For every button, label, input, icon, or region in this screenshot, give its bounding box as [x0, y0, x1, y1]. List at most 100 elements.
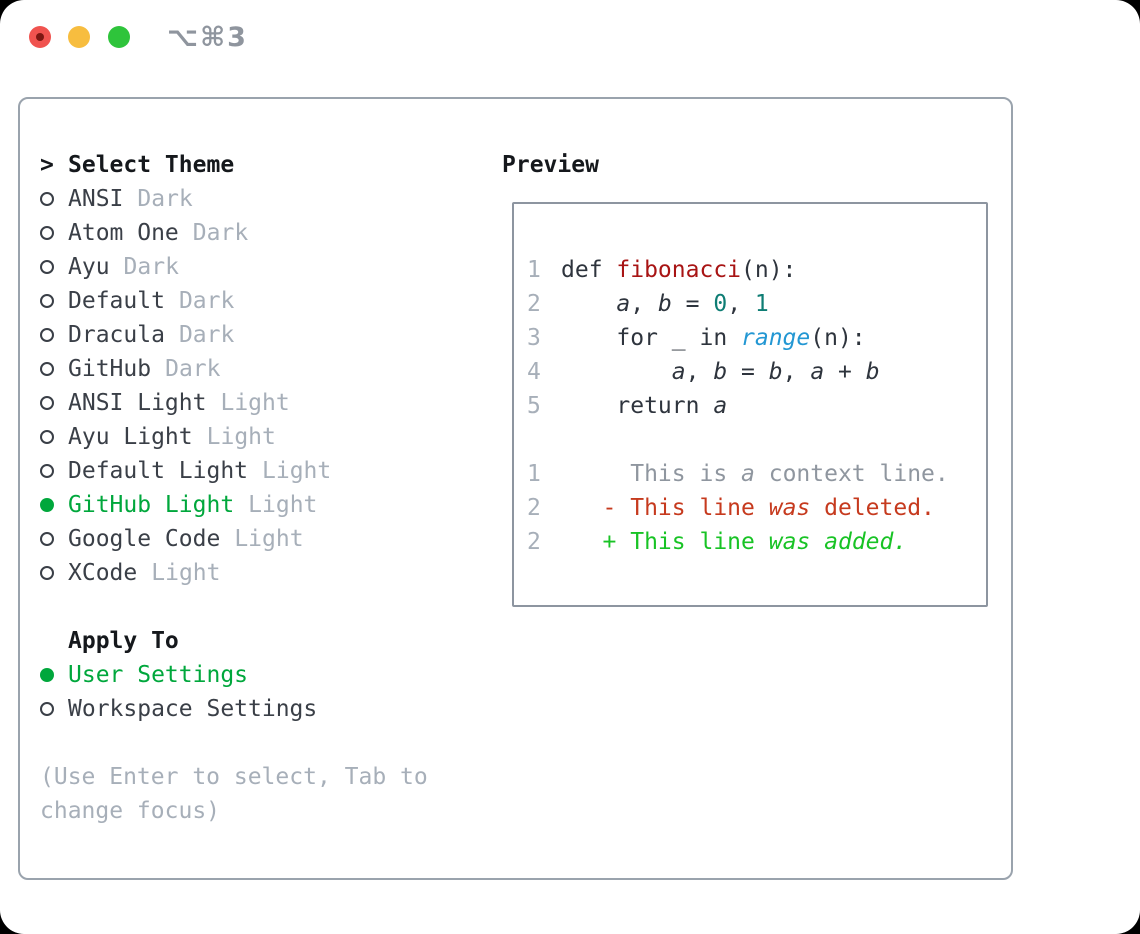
theme-option-ayu-dark[interactable]: Ayu Dark	[40, 250, 428, 284]
option-variant: Light	[206, 424, 276, 450]
radio-icon	[40, 430, 54, 444]
hint-text-line-1: (Use Enter to select, Tab to	[40, 764, 428, 790]
marker	[40, 216, 68, 250]
cursor-marker: >	[40, 148, 68, 182]
cursor-arrow-icon: >	[40, 152, 54, 178]
marker	[40, 658, 68, 692]
minimize-button[interactable]	[68, 26, 90, 48]
theme-option-ansi-dark[interactable]: ANSI Dark	[40, 182, 428, 216]
apply-option-workspace-settings[interactable]: Workspace Settings	[40, 692, 428, 726]
option-label: Google Code	[68, 526, 221, 552]
option-label: Default Light	[68, 458, 249, 484]
line-number: 2	[527, 529, 541, 555]
line-number: 3	[527, 325, 541, 351]
line-content: This is a context line.	[561, 461, 949, 487]
option-variant: Light	[151, 560, 221, 586]
apply-option-user-settings[interactable]: User Settings	[40, 658, 428, 692]
preview-title: Preview	[502, 152, 599, 178]
option-variant: Light	[262, 458, 332, 484]
marker	[40, 454, 68, 488]
record-dot-icon	[36, 33, 44, 41]
code-line: 2 a, b = 0, 1	[527, 287, 980, 321]
apply-to-title: Apply To	[68, 628, 179, 654]
marker	[40, 386, 68, 420]
line-number	[527, 423, 542, 457]
option-label: Dracula	[68, 322, 165, 348]
code-line	[527, 423, 980, 457]
option-variant: Dark	[165, 356, 221, 382]
code-line: 4 a, b = b, a + b	[527, 355, 980, 389]
radio-selected-icon	[40, 668, 54, 682]
theme-option-default-light-light[interactable]: Default Light Light	[40, 454, 428, 488]
theme-option-ayu-light-light[interactable]: Ayu Light Light	[40, 420, 428, 454]
select-theme-title: Select Theme	[68, 152, 235, 178]
option-variant: Dark	[123, 254, 179, 280]
option-variant: Dark	[192, 220, 249, 246]
option-variant: Dark	[178, 322, 235, 348]
option-label: Atom One	[68, 220, 179, 246]
line-number: 2	[527, 291, 541, 317]
marker	[40, 352, 68, 386]
radio-icon	[40, 396, 54, 410]
spacer	[40, 726, 428, 760]
marker	[40, 250, 68, 284]
select-theme-header: > Select Theme	[40, 148, 428, 182]
window-titlebar: ⌥⌘3	[0, 0, 1140, 74]
theme-option-atom-one-dark[interactable]: Atom One Dark	[40, 216, 428, 250]
spacer	[40, 590, 428, 624]
theme-option-github-light-light[interactable]: GitHub Light Light	[40, 488, 428, 522]
option-label: Ayu Light	[68, 424, 193, 450]
line-number: 5	[527, 393, 541, 419]
close-button[interactable]	[29, 26, 51, 48]
marker	[40, 182, 68, 216]
code-line: 2 - This line was deleted.	[527, 491, 980, 525]
code-line: 1 This is a context line.	[527, 457, 980, 491]
option-variant: Dark	[137, 186, 193, 212]
line-content: for _ in range(n):	[561, 325, 866, 351]
hint-text-line-2: change focus)	[40, 798, 221, 824]
marker	[40, 692, 68, 726]
radio-icon	[40, 464, 54, 478]
code-line: 3 for _ in range(n):	[527, 321, 980, 355]
marker-empty	[40, 624, 68, 658]
option-label: Ayu	[68, 254, 110, 280]
option-variant: Light	[220, 390, 290, 416]
radio-selected-icon	[40, 498, 54, 512]
line-content: return a	[561, 393, 728, 419]
radio-icon	[40, 566, 54, 580]
window-shortcut-label: ⌥⌘3	[167, 22, 248, 53]
line-content: a, b = b, a + b	[671, 359, 880, 385]
line-number: 1	[527, 257, 541, 283]
theme-option-dracula-dark[interactable]: Dracula Dark	[40, 318, 428, 352]
line-content: + This line was added.	[561, 529, 908, 555]
radio-icon	[40, 192, 54, 206]
apply-to-header: Apply To	[40, 624, 428, 658]
line-content: a, b = 0, 1	[616, 291, 769, 317]
radio-icon	[40, 702, 54, 716]
marker	[40, 488, 68, 522]
line-content: - This line was deleted.	[561, 495, 935, 521]
option-variant: Light	[248, 492, 318, 518]
code-line: 2 + This line was added.	[527, 525, 980, 559]
marker	[40, 522, 68, 556]
line-number: 2	[527, 495, 541, 521]
option-label: GitHub Light	[68, 492, 235, 518]
marker	[40, 420, 68, 454]
marker	[40, 556, 68, 590]
zoom-button[interactable]	[108, 26, 130, 48]
code-line: 5 return a	[527, 389, 980, 423]
marker	[40, 284, 68, 318]
option-label: ANSI	[68, 186, 124, 212]
radio-icon	[40, 362, 54, 376]
radio-icon	[40, 260, 54, 274]
